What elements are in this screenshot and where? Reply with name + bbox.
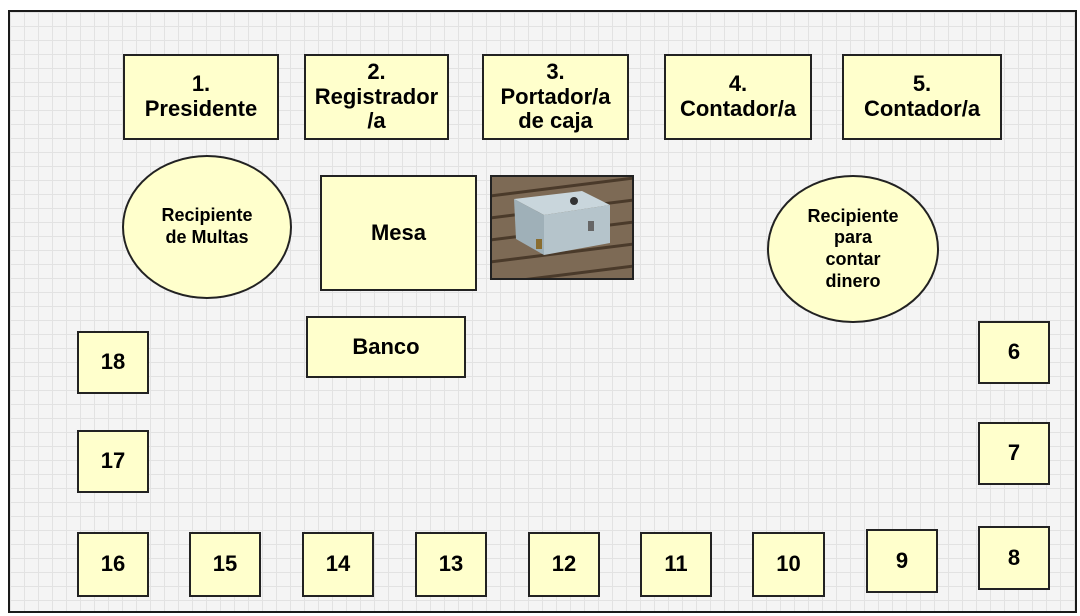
role-contador-4-box: 4. Contador/a: [664, 54, 812, 140]
meeting-layout-diagram: 1. Presidente 2. Registrador /a 3. Porta…: [8, 10, 1077, 613]
role-portador-box: 3. Portador/a de caja: [482, 54, 629, 140]
seat-7-label: 7: [1007, 440, 1021, 466]
seat-10: 10: [752, 532, 825, 597]
counting-container-circle: Recipiente para contar dinero: [767, 175, 939, 323]
seat-11-label: 11: [664, 551, 688, 577]
seat-11: 11: [640, 532, 712, 597]
seat-6-label: 6: [1007, 339, 1021, 365]
seat-17: 17: [77, 430, 149, 493]
role-portador-label: 3. Portador/a de caja: [500, 59, 611, 134]
role-presidente-label: 1. Presidente: [144, 71, 258, 121]
seat-12-label: 12: [551, 551, 577, 577]
role-presidente-box: 1. Presidente: [123, 54, 279, 140]
seat-16-label: 16: [100, 551, 126, 577]
seat-15-label: 15: [212, 551, 238, 577]
seat-18-label: 18: [100, 349, 126, 375]
seat-13: 13: [415, 532, 487, 597]
table-box: Mesa: [320, 175, 477, 291]
seat-9-label: 9: [895, 547, 909, 573]
bench-label: Banco: [352, 333, 420, 359]
seat-7: 7: [978, 422, 1050, 485]
role-contador-5-box: 5. Contador/a: [842, 54, 1002, 140]
role-registrador-label: 2. Registrador /a: [314, 59, 439, 134]
role-contador-4-label: 4. Contador/a: [679, 71, 797, 121]
seat-14-label: 14: [325, 551, 351, 577]
cash-box-photo: [490, 175, 634, 280]
seat-15: 15: [189, 532, 261, 597]
seat-6: 6: [978, 321, 1050, 384]
seat-17-label: 17: [100, 448, 126, 474]
counting-container-label: Recipiente para contar dinero: [807, 205, 899, 291]
fines-container-circle: Recipiente de Multas: [122, 155, 292, 299]
fines-container-label: Recipiente de Multas: [161, 205, 253, 247]
role-registrador-box: 2. Registrador /a: [304, 54, 449, 140]
seat-13-label: 13: [438, 551, 464, 577]
seat-18: 18: [77, 331, 149, 394]
seat-8-label: 8: [1007, 544, 1021, 570]
cash-box-image-icon: [492, 177, 632, 278]
seat-16: 16: [77, 532, 149, 597]
seat-12: 12: [528, 532, 600, 597]
role-contador-5-label: 5. Contador/a: [863, 71, 981, 121]
bench-box: Banco: [306, 316, 466, 378]
seat-9: 9: [866, 529, 938, 593]
seat-14: 14: [302, 532, 374, 597]
seat-10-label: 10: [776, 551, 801, 577]
seat-8: 8: [978, 526, 1050, 590]
table-label: Mesa: [370, 219, 427, 245]
